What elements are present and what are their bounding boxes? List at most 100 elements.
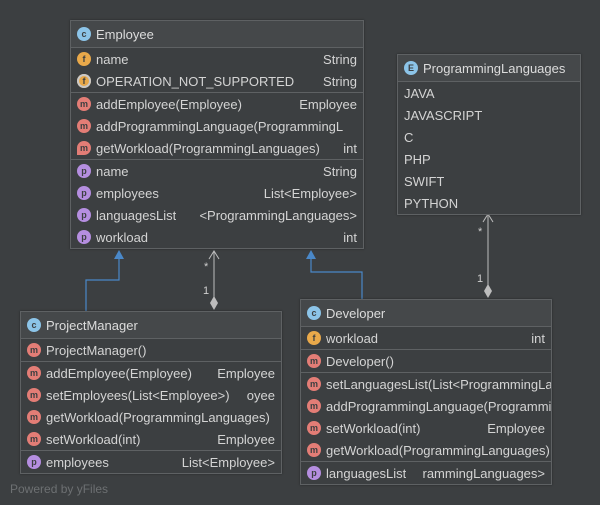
member-section: m Developer() <box>301 350 551 373</box>
method-icon: m <box>27 410 41 424</box>
method-icon: m <box>27 343 41 357</box>
class-icon: c <box>77 27 91 41</box>
member-type: Employee <box>209 365 275 381</box>
class-icon: c <box>27 318 41 332</box>
member-name: setWorkload(int) <box>46 431 141 447</box>
inheritance-line-projectmanager <box>85 258 120 311</box>
enum-constant[interactable]: PYTHON <box>398 192 580 214</box>
composition-diamond-developer <box>484 284 492 298</box>
member-row[interactable]: m addEmployee(Employee) Employee <box>21 362 281 384</box>
method-icon: m <box>307 354 321 368</box>
inheritance-arrow-projectmanager <box>114 250 124 259</box>
class-header[interactable]: E ProgrammingLanguages <box>398 55 580 82</box>
member-row[interactable]: m Developer() <box>301 350 551 372</box>
member-name: addProgrammingLanguage(ProgrammingLangua… <box>326 398 552 414</box>
enum-constant[interactable]: C <box>398 126 580 148</box>
member-name: ProjectManager() <box>46 342 147 358</box>
member-row[interactable]: m addProgrammingLanguage(ProgrammingLangu… <box>301 395 551 417</box>
class-icon: c <box>307 306 321 320</box>
member-name: JAVA <box>404 85 435 101</box>
inheritance-arrow-developer <box>306 250 316 259</box>
composition-diamond-projectmanager <box>210 296 218 310</box>
member-name: name <box>96 163 129 179</box>
member-row[interactable]: m setLanguagesList(List<ProgrammingLangua… <box>301 373 551 395</box>
member-row[interactable]: p languagesList <ProgrammingLanguages> <box>71 204 363 226</box>
member-type: oyee <box>238 387 275 403</box>
member-row[interactable]: m ProjectManager() <box>21 339 281 361</box>
member-name: setEmployees(List<Employee>) <box>46 387 230 403</box>
member-name: PHP <box>404 151 431 167</box>
multiplicity-label: * <box>478 226 483 238</box>
method-icon: m <box>27 366 41 380</box>
member-name: languagesList <box>96 207 177 223</box>
member-section: m addEmployee(Employee) Employee m setEmploy… <box>21 362 281 451</box>
enum-constant[interactable]: SWIFT <box>398 170 580 192</box>
static-field-icon: f <box>77 74 91 88</box>
inheritance-line-developer <box>310 258 363 299</box>
arrowhead-employee <box>208 250 220 260</box>
member-name: workload <box>326 330 379 346</box>
enum-icon: E <box>404 61 418 75</box>
member-name: name <box>96 51 129 67</box>
class-title: Developer <box>326 305 386 321</box>
member-section: JAVA JAVASCRIPT C PHP SWIFT PYTHON <box>398 82 580 214</box>
member-name: addEmployee(Employee) <box>96 96 242 112</box>
member-name: SWIFT <box>404 173 445 189</box>
property-icon: p <box>27 455 41 469</box>
class-title: ProgrammingLanguages <box>423 60 566 76</box>
method-icon: m <box>77 119 91 133</box>
member-name: setLanguagesList(List<ProgrammingLanguag… <box>326 376 552 392</box>
member-type: List<Employee> <box>255 185 357 201</box>
method-icon: m <box>307 377 321 391</box>
member-type: <ProgrammingLanguages> <box>191 207 357 223</box>
member-name: OPERATION_NOT_SUPPORTED <box>96 73 295 89</box>
multiplicity-label: * <box>204 261 209 273</box>
property-icon: p <box>77 208 91 222</box>
enum-constant[interactable]: JAVASCRIPT <box>398 104 580 126</box>
property-icon: p <box>77 186 91 200</box>
member-name: workload <box>96 229 149 245</box>
member-name: PYTHON <box>404 195 459 211</box>
member-name: addEmployee(Employee) <box>46 365 192 381</box>
enum-constant[interactable]: PHP <box>398 148 580 170</box>
member-type: Employee <box>209 431 275 447</box>
class-header[interactable]: c Developer <box>301 300 551 327</box>
member-section: m ProjectManager() <box>21 339 281 362</box>
member-type: int <box>335 140 357 156</box>
method-icon: m <box>307 399 321 413</box>
enum-constant[interactable]: JAVA <box>398 82 580 104</box>
member-name: Developer() <box>326 353 394 369</box>
field-icon: f <box>77 52 91 66</box>
property-icon: p <box>77 230 91 244</box>
property-icon: p <box>77 164 91 178</box>
member-name: JAVASCRIPT <box>404 107 483 123</box>
